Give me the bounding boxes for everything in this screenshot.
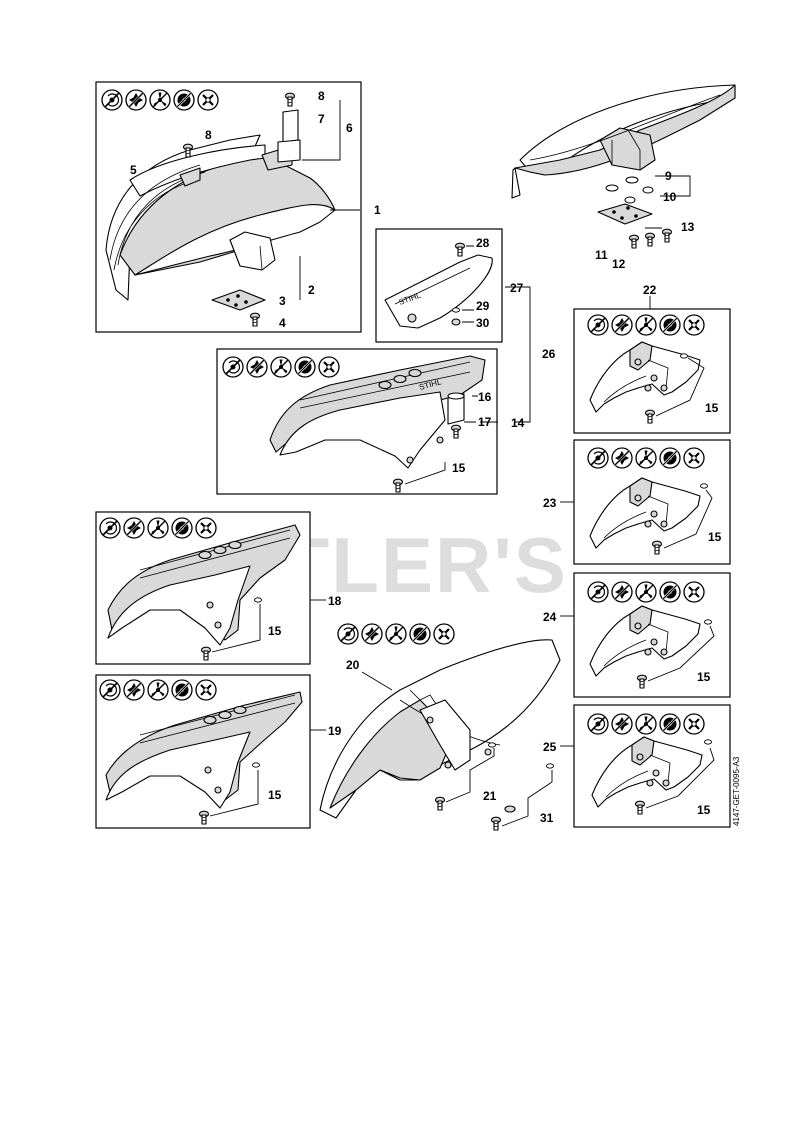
part-number-15-box22: 15 xyxy=(705,401,719,415)
part-number-3: 3 xyxy=(279,294,286,308)
deflector-20-illustration xyxy=(319,639,561,831)
part-number-15-box23: 15 xyxy=(708,530,722,544)
part-number-30: 30 xyxy=(476,316,490,330)
application-icons-19 xyxy=(100,680,216,700)
part-number-29: 29 xyxy=(476,299,490,313)
part-number-13: 13 xyxy=(681,220,695,234)
part-number-10: 10 xyxy=(663,190,677,204)
part-number-14: 14 xyxy=(511,416,525,430)
part-number-1: 1 xyxy=(374,203,381,217)
guard-main-illustration xyxy=(105,92,360,327)
application-icons-guard xyxy=(102,90,218,110)
part-number-7: 7 xyxy=(318,112,325,126)
part-number-15-box18: 15 xyxy=(268,624,282,638)
application-icons-24 xyxy=(588,582,704,602)
part-number-26: 26 xyxy=(542,347,556,361)
part-number-15-box19: 15 xyxy=(268,788,282,802)
part-number-17: 17 xyxy=(478,415,492,429)
part-number-20: 20 xyxy=(346,658,360,672)
part-number-28: 28 xyxy=(476,236,490,250)
part-number-9: 9 xyxy=(665,169,672,183)
part-number-22: 22 xyxy=(643,283,657,297)
part-number-labels: 1 2 3 4 5 6 7 8 8 9 10 11 12 13 14 15 15… xyxy=(130,89,722,825)
part-number-31: 31 xyxy=(540,811,554,825)
part-number-15-box14: 15 xyxy=(452,461,466,475)
part-number-6: 6 xyxy=(346,121,353,135)
application-icons-23 xyxy=(588,448,704,468)
part-number-15-box24: 15 xyxy=(697,670,711,684)
part-number-19: 19 xyxy=(328,724,342,738)
part-number-15-box25: 15 xyxy=(697,803,711,817)
part-number-21: 21 xyxy=(483,789,497,803)
part-number-12: 12 xyxy=(612,257,626,271)
part-number-18: 18 xyxy=(328,594,342,608)
part-number-5: 5 xyxy=(130,163,137,177)
part-number-24: 24 xyxy=(543,610,557,624)
part-number-11: 11 xyxy=(595,248,608,262)
part-number-25: 25 xyxy=(543,740,557,754)
cover-plate-illustration: STIHL xyxy=(384,242,493,329)
part-number-4: 4 xyxy=(279,316,286,330)
deflector-19-illustration xyxy=(105,691,303,825)
application-icons-25 xyxy=(588,714,704,734)
application-icons-14 xyxy=(223,357,339,377)
deflector-14-illustration: STIHL xyxy=(269,355,498,493)
deflector-18-illustration xyxy=(107,524,301,661)
application-icons-22 xyxy=(588,315,704,335)
part-number-8b: 8 xyxy=(205,128,212,142)
part-number-8a: 8 xyxy=(318,89,325,103)
part-number-23: 23 xyxy=(543,496,557,510)
guard-top-right-illustration xyxy=(511,84,736,249)
application-icons-18 xyxy=(100,518,216,538)
part-number-16: 16 xyxy=(478,390,492,404)
application-icons-20 xyxy=(338,624,454,644)
drawing-code: 4147-GET-0095-A3 xyxy=(732,756,741,826)
part-number-2: 2 xyxy=(308,283,315,297)
part-number-27: 27 xyxy=(510,281,524,295)
